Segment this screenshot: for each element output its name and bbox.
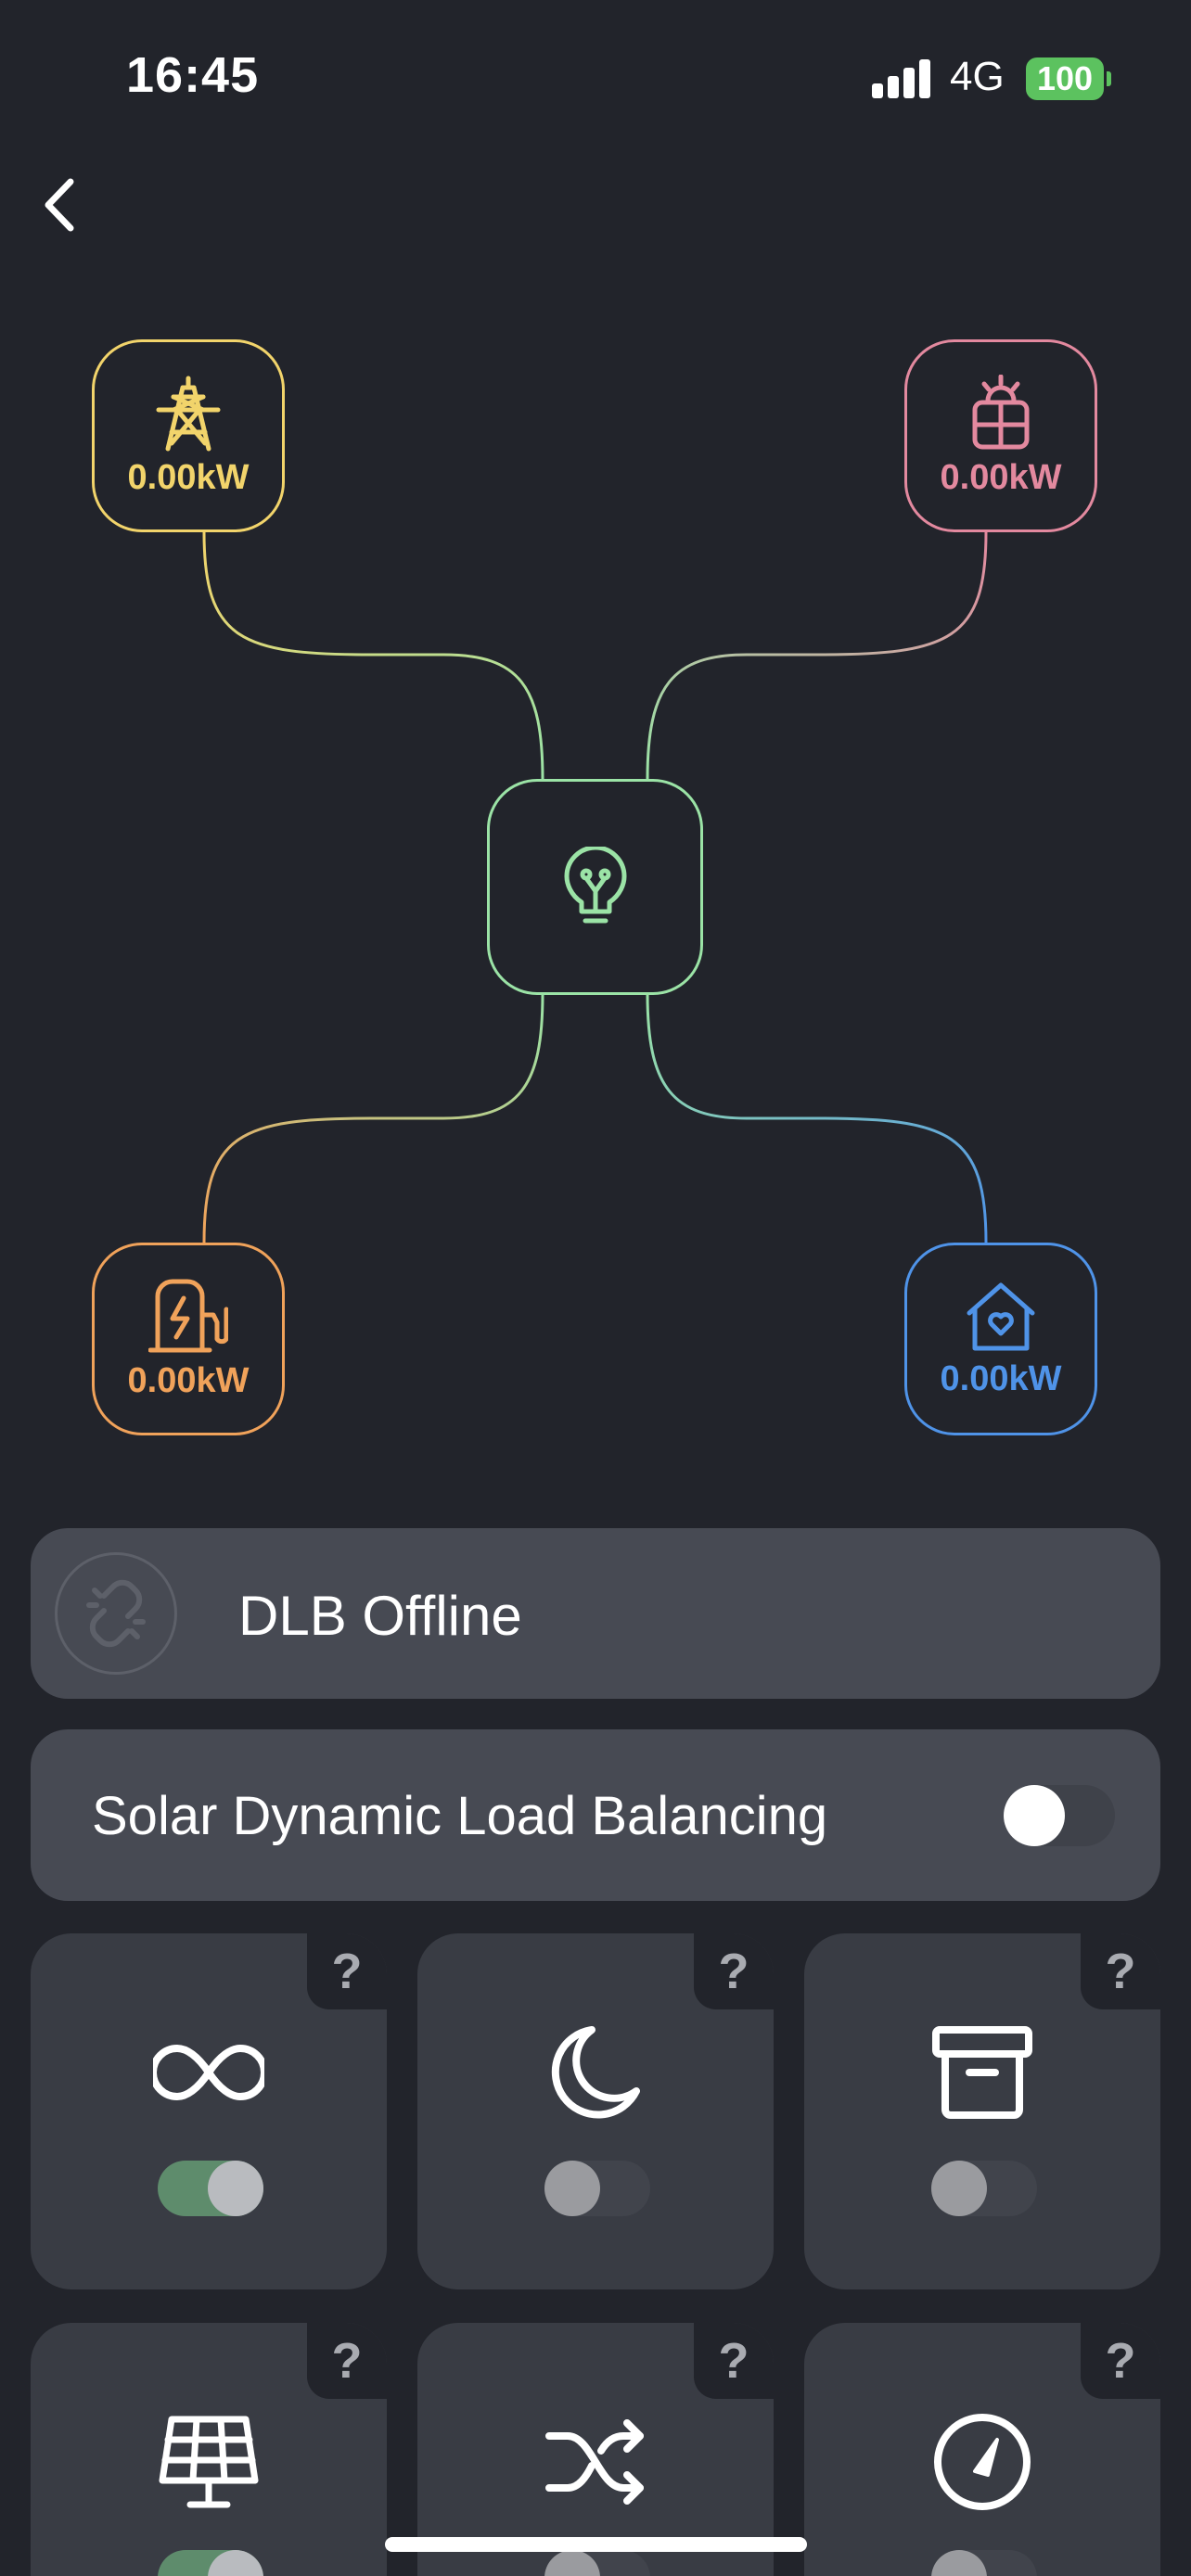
- help-button[interactable]: ?: [1081, 2323, 1160, 2399]
- dlb-status-card[interactable]: DLB Offline: [31, 1528, 1160, 1699]
- toggle-knob: [1004, 1785, 1065, 1846]
- charger-node[interactable]: 0.00kW: [92, 1243, 285, 1435]
- gauge-icon: [934, 2414, 1031, 2510]
- feature-tile-gauge[interactable]: ?: [804, 2323, 1160, 2576]
- feature-tile-night[interactable]: ?: [417, 1933, 774, 2289]
- unlink-icon: [55, 1552, 177, 1675]
- home-indicator[interactable]: [385, 2537, 807, 2552]
- home-heart-icon: [967, 1282, 1035, 1350]
- solar-toggle[interactable]: [158, 2550, 263, 2576]
- help-button[interactable]: ?: [307, 2323, 387, 2399]
- storage-toggle[interactable]: [931, 2161, 1037, 2216]
- grid-power-value: 0.00kW: [127, 457, 250, 497]
- solar-dlb-toggle[interactable]: [1004, 1785, 1115, 1846]
- solar-dlb-label: Solar Dynamic Load Balancing: [92, 1786, 828, 1846]
- shuffle-toggle[interactable]: [544, 2550, 650, 2576]
- shuffle-icon: [545, 2419, 644, 2505]
- help-button[interactable]: ?: [307, 1933, 387, 2009]
- infinity-icon: [153, 2045, 264, 2100]
- battery-tip: [1107, 71, 1111, 86]
- chevron-left-icon: [45, 178, 74, 232]
- solar-panel-icon: [159, 2416, 259, 2508]
- gauge-toggle[interactable]: [931, 2550, 1037, 2576]
- moon-icon: [551, 2026, 640, 2119]
- archive-box-icon: [932, 2026, 1032, 2119]
- toggle-knob: [544, 2161, 600, 2216]
- power-tower-icon: [156, 376, 221, 451]
- help-button[interactable]: ?: [1081, 1933, 1160, 2009]
- help-button[interactable]: ?: [694, 1933, 774, 2009]
- solar-node[interactable]: 0.00kW: [904, 339, 1097, 532]
- home-node[interactable]: 0.00kW: [904, 1243, 1097, 1435]
- charger-power-value: 0.00kW: [127, 1360, 250, 1400]
- toggle-knob: [208, 2550, 263, 2576]
- feature-tile-storage[interactable]: ?: [804, 1933, 1160, 2289]
- solar-power-value: 0.00kW: [940, 457, 1062, 497]
- network-type: 4G: [950, 54, 1005, 99]
- ev-charger-icon: [148, 1279, 228, 1352]
- broken-link-icon: [86, 1579, 146, 1648]
- home-power-value: 0.00kW: [940, 1358, 1062, 1398]
- toggle-knob: [931, 2550, 987, 2576]
- feature-tile-infinity[interactable]: ?: [31, 1933, 387, 2289]
- energy-flow-lines: [202, 531, 988, 1243]
- dlb-status-label: DLB Offline: [238, 1585, 522, 1647]
- feature-tile-shuffle[interactable]: ?: [417, 2323, 774, 2576]
- center-node[interactable]: [487, 779, 703, 995]
- status-time: 16:45: [126, 47, 260, 103]
- back-button[interactable]: [33, 172, 89, 237]
- light-bulb-icon: [564, 846, 626, 923]
- toggle-knob: [931, 2161, 987, 2216]
- infinity-toggle[interactable]: [158, 2161, 263, 2216]
- signal-icon: [872, 59, 931, 98]
- feature-tile-solar[interactable]: ?: [31, 2323, 387, 2576]
- grid-node[interactable]: 0.00kW: [92, 339, 285, 532]
- night-toggle[interactable]: [544, 2161, 650, 2216]
- status-bar: 16:45 4G 100: [0, 0, 1191, 158]
- battery-icon: 100: [1026, 57, 1104, 100]
- solar-panel-sun-icon: [972, 374, 1030, 449]
- solar-dlb-card: Solar Dynamic Load Balancing: [31, 1729, 1160, 1901]
- toggle-knob: [544, 2550, 600, 2576]
- toggle-knob: [208, 2161, 263, 2216]
- help-button[interactable]: ?: [694, 2323, 774, 2399]
